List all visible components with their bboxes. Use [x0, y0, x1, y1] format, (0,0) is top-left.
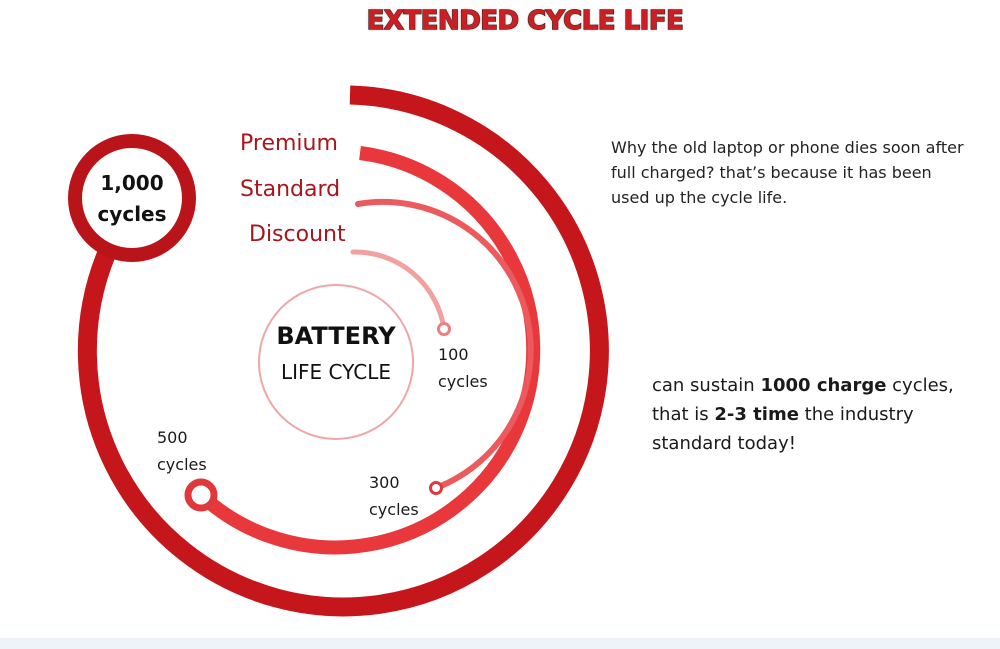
tier-label-standard: Standard — [240, 177, 341, 202]
claim-part-2: cycles, that is — [652, 375, 954, 425]
page-title: EXTENDED CYCLE LIFE — [366, 5, 685, 36]
cycle-note-500: 500 cycles — [157, 424, 207, 478]
claim-part-1: can sustain — [652, 375, 761, 396]
ring-premium — [77, 85, 609, 617]
cycle-note-500-value: 500 — [157, 428, 188, 447]
cycle-note-100-unit: cycles — [438, 372, 488, 391]
center-circle — [258, 284, 414, 440]
badge-unit: cycles — [97, 202, 167, 226]
cycle-note-500-unit: cycles — [157, 455, 207, 474]
cycle-note-100-value: 100 — [438, 345, 469, 364]
explanation-paragraph: Why the old laptop or phone dies soon af… — [611, 138, 964, 207]
tier-label-discount: Discount — [249, 222, 346, 247]
ring-budget — [350, 249, 447, 332]
cycle-note-300-unit: cycles — [369, 500, 419, 519]
badge-circle — [68, 134, 196, 262]
claim-bold-1: 1000 charge — [760, 375, 887, 396]
bottom-strip — [0, 638, 1000, 649]
marker-100-cycles — [437, 322, 451, 336]
marker-500-cycles — [184, 478, 218, 512]
claim-paragraph: can sustain 1000 charge cycles, that is … — [652, 371, 992, 458]
badge-value: 1,000 — [100, 171, 164, 195]
claim-part-3: the industry standard today! — [652, 404, 914, 454]
center-subtitle: LIFE CYCLE — [280, 360, 392, 384]
cycle-note-300: 300 cycles — [369, 469, 419, 523]
cycle-note-300-value: 300 — [369, 473, 400, 492]
ring-discount — [355, 198, 534, 491]
badge-label: 1,000 cycles — [82, 168, 182, 230]
center-title: BATTERY — [276, 322, 396, 350]
tier-label-premium: Premium — [240, 131, 338, 156]
cycle-note-100: 100 cycles — [438, 341, 488, 395]
marker-300-cycles — [429, 481, 443, 495]
ring-standard — [196, 146, 541, 555]
claim-bold-2: 2-3 time — [714, 404, 799, 425]
